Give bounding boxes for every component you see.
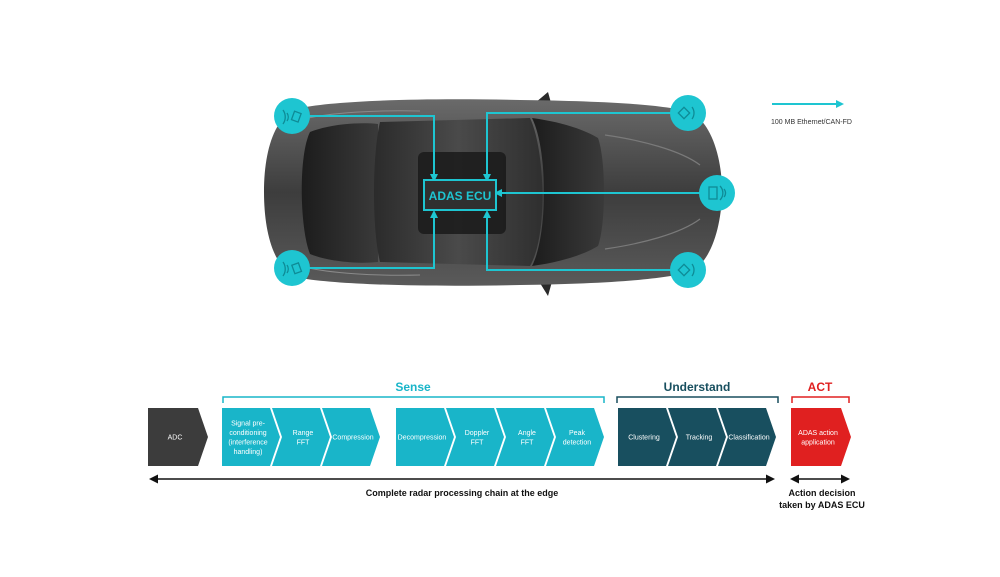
sensor-rear-right [670, 252, 706, 288]
chain-step-understand-3: Classification [718, 408, 776, 466]
processing-chain: ADC Signal pre-conditioning (interference h… [148, 408, 851, 466]
chain-step-sense-2-label: FFT [297, 439, 311, 446]
chain-step-sense-3: Compression [322, 408, 380, 466]
wiring [292, 112, 717, 271]
chain-step-sense-1-label: conditioning [229, 430, 266, 437]
chain-step-sense-1-label: (interference [228, 439, 267, 446]
radar-icon [677, 263, 695, 277]
chain-step-understand-2-label: Tracking [686, 435, 713, 442]
chain-step-sense-1: Signal pre-conditioning (interference hand… [222, 408, 280, 466]
chain-step-understand-1-label: Clustering [628, 435, 660, 442]
chain-step-sense-6-shape [496, 408, 554, 466]
group-understand-label: Understand [664, 380, 731, 394]
chain-step-sense-6-label: Angle [518, 430, 536, 437]
group-sense: Sense [222, 380, 605, 403]
chain-step-understand-3-label: Classification [728, 435, 769, 442]
radar-icon [282, 109, 302, 125]
radar-icon [282, 261, 303, 277]
chain-step-act-1: ADAS action application [791, 408, 851, 466]
chain-step-sense-2-shape [272, 408, 330, 466]
rear-window [301, 123, 378, 263]
radar-icon [708, 185, 727, 201]
chain-step-understand-2-shape [668, 408, 726, 466]
sensor-rear-left [274, 250, 310, 286]
chain-step-sense-5-label: FFT [471, 439, 485, 446]
group-sense-label: Sense [395, 380, 431, 394]
chain-step-act-1-shape [791, 408, 851, 466]
sensor-side-right [699, 175, 735, 211]
chain-step-sense-5-shape [446, 408, 504, 466]
chain-step-sense-4: Decompression [396, 408, 454, 466]
action-span: Action decision taken by ADAS ECU [779, 474, 865, 510]
chain-step-adc-shape [148, 408, 208, 466]
chain-step-sense-4-shape [396, 408, 454, 466]
chain-step-sense-7-shape [546, 408, 604, 466]
chain-step-adc: ADC [148, 408, 208, 466]
chain-step-sense-1-label: Signal pre- [231, 420, 266, 427]
chain-step-sense-7-label: Peak [569, 430, 585, 437]
edge-span-label: Complete radar processing chain at the e… [366, 488, 559, 498]
ecu-label: ADAS ECU [429, 189, 492, 203]
chain-step-understand-1: Clustering [618, 408, 676, 466]
chain-step-sense-7: Peak detection [546, 408, 604, 466]
chain-step-sense-1-shape [222, 408, 280, 466]
group-act-label: ACT [808, 380, 833, 394]
sensor-front-right [670, 95, 706, 131]
group-understand: Understand [616, 380, 779, 403]
chain-step-sense-3-shape [322, 408, 380, 466]
group-act: ACT [791, 380, 850, 403]
chain-step-sense-4-label: Decompression [398, 435, 447, 442]
action-span-label-1: Action decision [788, 488, 855, 498]
legend-label: 100 MB Ethernet/CAN-FD [771, 119, 852, 126]
chain-step-sense-2-label: Range [293, 430, 314, 437]
chain-step-sense-5-label: Doppler [465, 430, 490, 437]
chain-step-sense-1-label: handling) [234, 449, 263, 456]
chain-step-understand-2: Tracking [668, 408, 726, 466]
edge-span: Complete radar processing chain at the e… [149, 474, 775, 498]
action-span-label-2: taken by ADAS ECU [779, 500, 865, 510]
radar-icon [677, 106, 695, 120]
chain-step-understand-3-shape [718, 408, 776, 466]
chain-step-act-1-label: ADAS action [798, 430, 838, 437]
chain-step-sense-7-label: detection [563, 439, 592, 446]
chain-step-sense-6-label: FFT [521, 439, 535, 446]
chain-step-act-1-label: application [801, 439, 835, 446]
chain-step-sense-3-label: Compression [332, 435, 373, 442]
sensor-front-left [274, 98, 310, 134]
chain-step-adc-label: ADC [168, 435, 183, 442]
chain-step-understand-1-shape [618, 408, 676, 466]
legend: 100 MB Ethernet/CAN-FD [771, 100, 852, 126]
ecu-box: ADAS ECU [423, 179, 497, 211]
